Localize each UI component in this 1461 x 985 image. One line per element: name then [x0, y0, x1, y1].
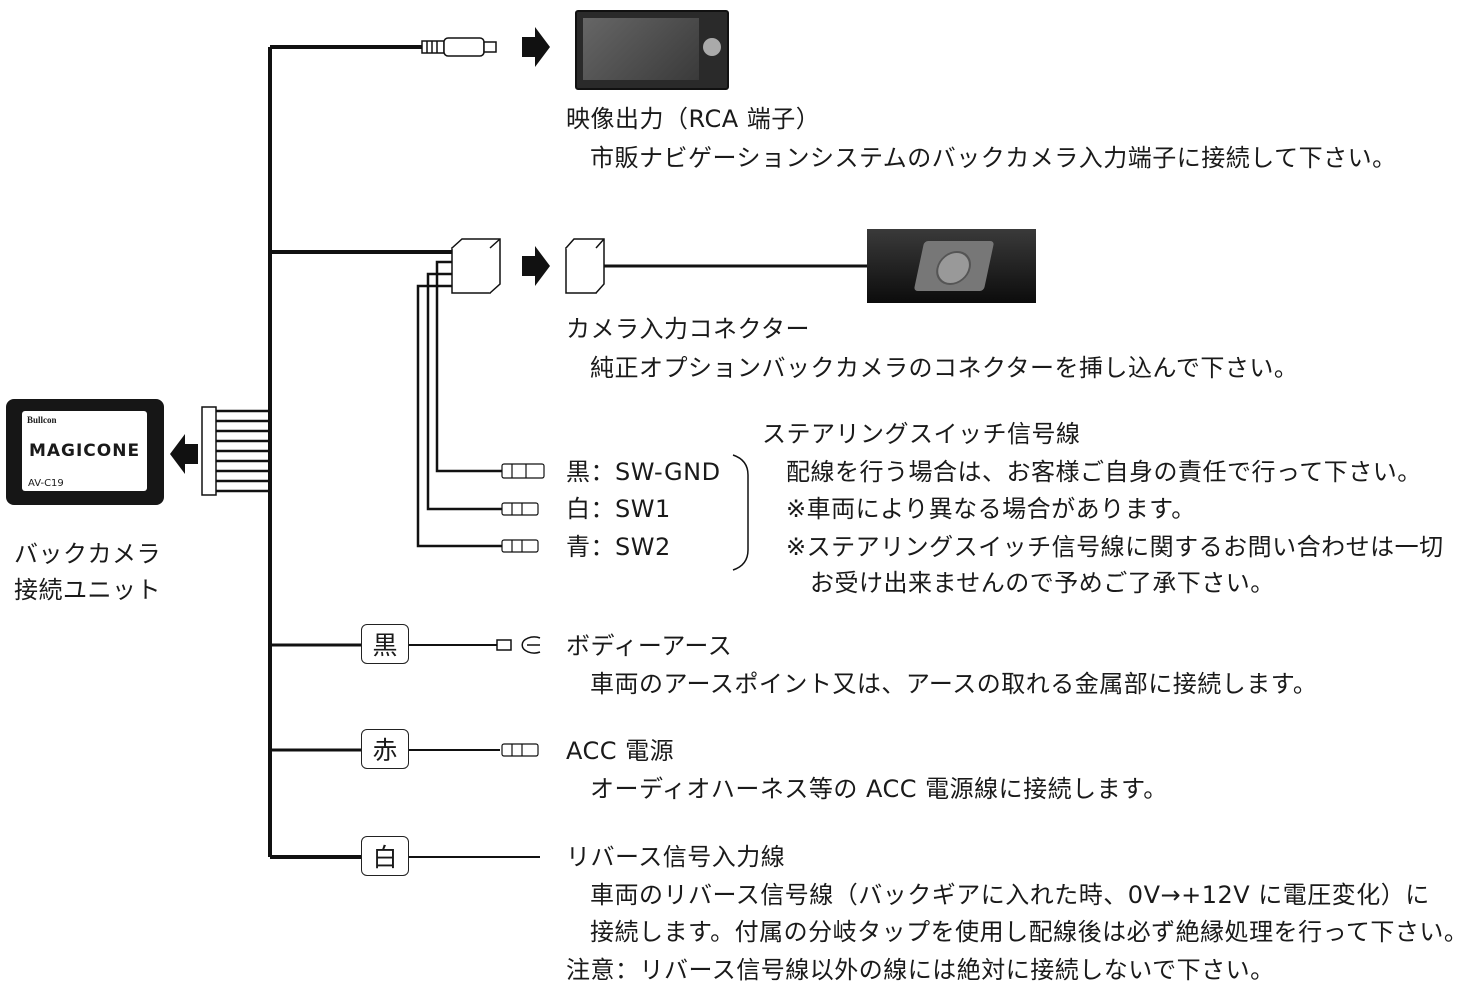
camera-connector-description: 純正オプションバックカメラのコネクターを挿し込んで下さい。 [590, 354, 1299, 382]
reverse-signal-description-1: 車両のリバース信号線（バックギアに入れた時、0V→+12V に電圧変化）に [590, 881, 1430, 909]
unit-brand-logo: MAGICONE [28, 441, 141, 461]
bullet-terminals [501, 463, 545, 757]
video-output-title: 映像出力（RCA 端子） [566, 105, 821, 133]
acc-power-title: ACC 電源 [566, 737, 675, 765]
unit-label-plate: Bullcon MAGICONE AV-C19 [22, 411, 147, 491]
acc-power-description: オーディオハーネス等の ACC 電源線に接続します。 [590, 775, 1168, 803]
camera-housing [913, 241, 995, 291]
rca-plug [421, 37, 497, 57]
steering-wire-sw2: 青：SW2 [566, 533, 671, 561]
steering-switch-wires [416, 260, 505, 548]
steering-note-2: ※車両により異なる場合があります。 [786, 495, 1196, 523]
steering-wire-sw1: 白：SW1 [566, 495, 671, 523]
unit-brand-small: Bullcon [27, 415, 57, 425]
body-earth-title: ボディーアース [566, 632, 733, 660]
steering-wire-gnd: 黒：SW-GND [566, 458, 721, 486]
wire-color-label-white: 白 [361, 836, 409, 876]
unit-harness-wires [216, 409, 270, 493]
navigation-unit-image [575, 10, 729, 90]
reverse-signal-description-2: 接続します。付属の分岐タップを使用し配線後は必ず絶縁処理を行って下さい。 [590, 918, 1461, 946]
arrow-to-camera [522, 246, 550, 286]
wire-color-label-black: 黒 [361, 624, 409, 664]
unit-caption-line1: バックカメラ [14, 540, 161, 568]
steering-note-3: ※ステアリングスイッチ信号線に関するお問い合わせは一切 [786, 533, 1444, 561]
video-output-description: 市販ナビゲーションシステムのバックカメラ入力端子に接続して下さい。 [590, 144, 1397, 172]
arrows [170, 27, 550, 474]
steering-switch-title: ステアリングスイッチ信号線 [762, 420, 1081, 448]
reverse-signal-caution: 注意：リバース信号線以外の線には絶対に接続しないで下さい。 [566, 956, 1275, 984]
camera-lens [932, 251, 975, 285]
unit-harness-connector [201, 406, 217, 496]
earth-ring-terminal [496, 636, 541, 654]
magicone-unit: Bullcon MAGICONE AV-C19 [6, 399, 164, 505]
unit-caption-line2: 接続ユニット [14, 576, 161, 604]
unit-model: AV-C19 [28, 478, 64, 489]
back-camera-image [867, 229, 1036, 303]
arrow-to-unit [170, 434, 198, 474]
reverse-signal-title: リバース信号入力線 [566, 843, 786, 871]
navigation-screen [583, 18, 699, 80]
arrow-to-navi [522, 27, 550, 67]
steering-bracket [732, 454, 749, 571]
steering-note-1: 配線を行う場合は、お客様ご自身の責任で行って下さい。 [786, 458, 1422, 486]
steering-note-4: お受け出来ませんので予めご了承下さい。 [810, 569, 1275, 597]
wire-color-label-red: 赤 [361, 729, 409, 769]
body-earth-description: 車両のアースポイント又は、アースの取れる金属部に接続します。 [590, 670, 1318, 698]
camera-connector-harness [451, 238, 501, 294]
camera-connector-title: カメラ入力コネクター [566, 315, 811, 343]
navigation-knob [703, 38, 721, 56]
camera-connector-camera [565, 238, 605, 294]
